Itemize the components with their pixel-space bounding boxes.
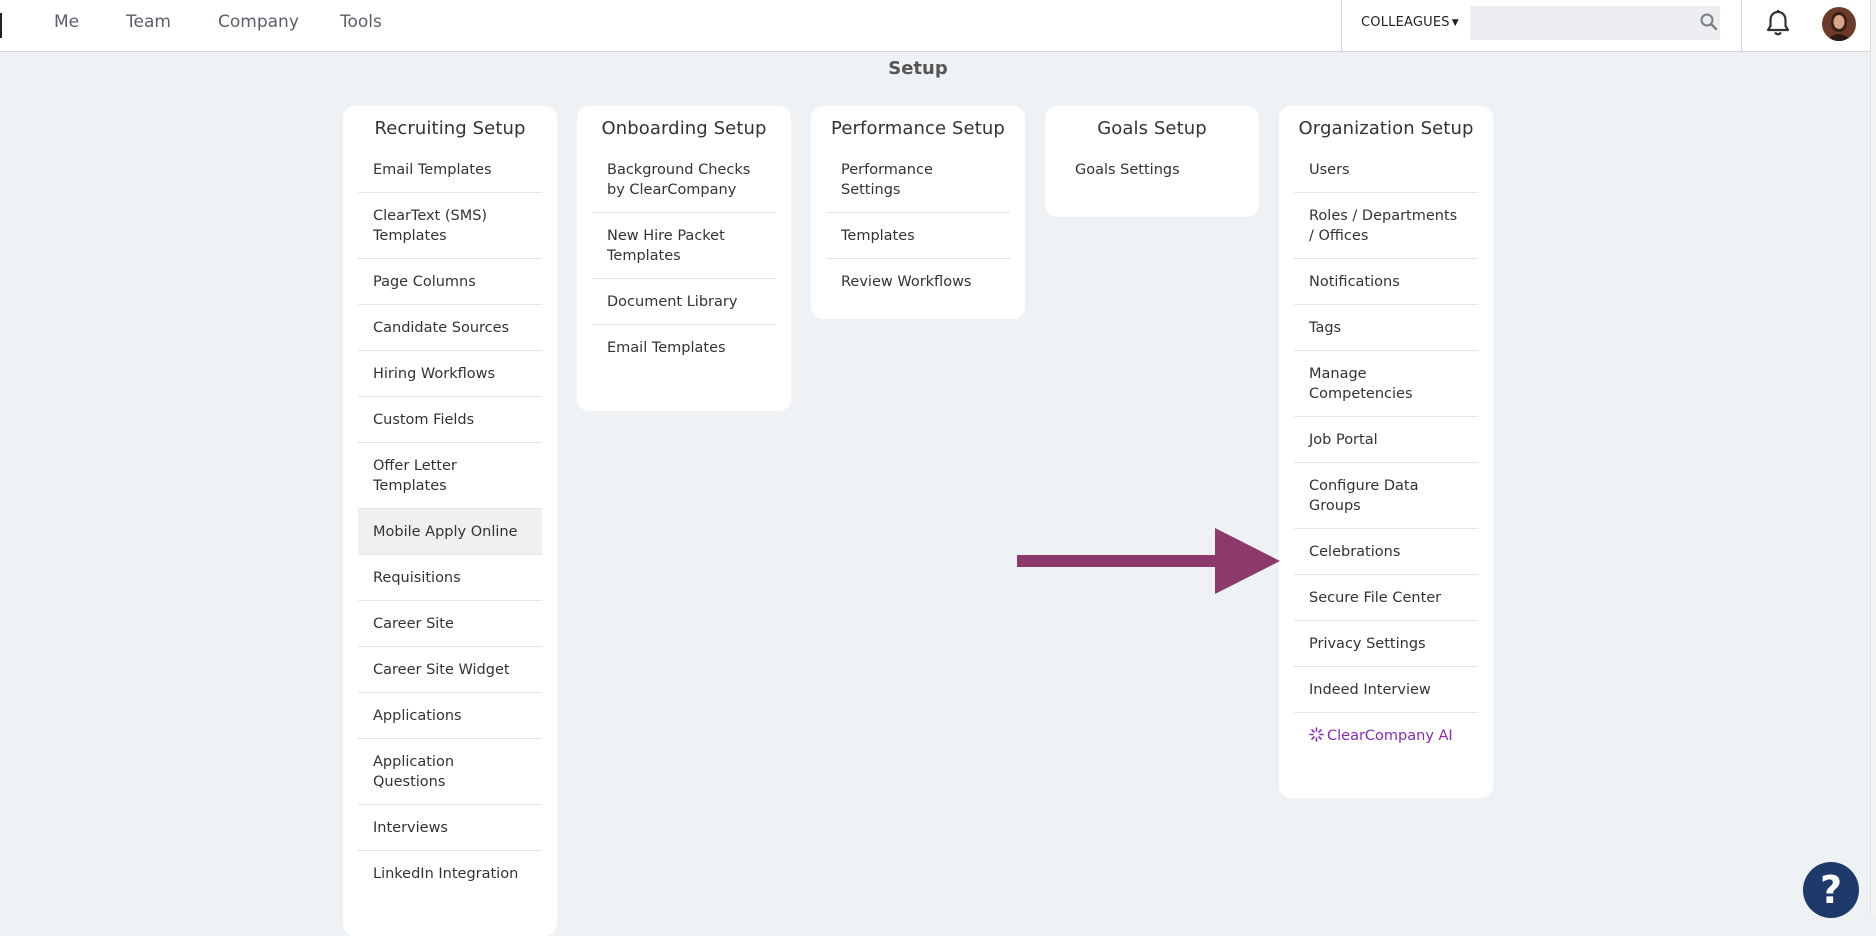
colleagues-dropdown[interactable]: COLLEAGUES▼ [1361,15,1459,30]
card-title: Onboarding Setup [601,118,767,139]
sparkle-icon [1309,727,1324,742]
help-icon[interactable]: ? [1803,862,1859,918]
page-title: Setup [888,58,948,79]
nav-divider [1741,0,1742,51]
setup-link[interactable]: Application Questions [358,739,542,805]
setup-link[interactable]: Document Library [592,279,776,325]
setup-link-celebrations[interactable]: Celebrations [1294,529,1478,575]
setup-link[interactable]: Applications [358,693,542,739]
setup-link[interactable]: Career Site Widget [358,647,542,693]
caret-down-icon: ▼ [1451,18,1459,28]
setup-link[interactable]: Manage Competencies [1294,351,1478,417]
nav-tools[interactable]: Tools [340,12,382,32]
setup-link[interactable]: Templates [826,213,1010,259]
setup-link[interactable]: New Hire Packet Templates [592,213,776,279]
nav-me[interactable]: Me [54,12,80,32]
card-onboarding-setup: Onboarding Setup Background Checks by Cl… [577,106,791,411]
setup-link[interactable]: Email Templates [358,147,542,193]
setup-link[interactable]: Requisitions [358,555,542,601]
scrollbar[interactable] [1870,0,1876,915]
setup-link[interactable]: Offer Letter Templates [358,443,542,509]
setup-link[interactable]: Privacy Settings [1294,621,1478,667]
clearcompany-ai-label: ClearCompany AI [1327,728,1453,744]
logo-edge [0,13,2,38]
setup-link[interactable]: ClearText (SMS) Templates [358,193,542,259]
card-title: Organization Setup [1298,118,1474,139]
bell-icon[interactable] [1765,9,1791,37]
card-title: Goals Setup [1097,118,1207,139]
annotation-arrow [1017,528,1280,594]
card-title: Performance Setup [831,118,1005,139]
setup-link[interactable]: Users [1294,147,1478,193]
card-title: Recruiting Setup [374,118,526,139]
card-goals-setup: Goals Setup Goals Settings [1045,106,1259,217]
setup-link[interactable]: Notifications [1294,259,1478,305]
search-icon[interactable] [1699,12,1719,32]
setup-link[interactable]: Mobile Apply Online [358,509,542,555]
setup-link[interactable]: Roles / Departments / Offices [1294,193,1478,259]
setup-link[interactable]: Candidate Sources [358,305,542,351]
colleagues-label: COLLEAGUES [1361,15,1450,30]
setup-link[interactable]: LinkedIn Integration [373,866,519,882]
setup-link[interactable]: Job Portal [1294,417,1478,463]
nav-divider [1341,0,1342,51]
setup-link[interactable]: Secure File Center [1294,575,1478,621]
setup-link[interactable]: Goals Settings [1075,162,1180,178]
setup-link[interactable]: Review Workflows [841,274,972,290]
nav-company[interactable]: Company [218,12,299,32]
setup-link[interactable]: Tags [1294,305,1478,351]
setup-link[interactable]: Performance Settings [826,147,1010,213]
top-nav: Me Team Company Tools COLLEAGUES▼ [0,0,1870,52]
setup-link[interactable]: Career Site [358,601,542,647]
setup-link[interactable]: Hiring Workflows [358,351,542,397]
card-performance-setup: Performance Setup Performance Settings T… [811,106,1025,319]
setup-link[interactable]: Background Checks by ClearCompany [592,147,776,213]
setup-link[interactable]: Email Templates [607,340,726,356]
nav-team[interactable]: Team [126,12,171,32]
search-input[interactable] [1470,6,1720,40]
setup-link[interactable]: Page Columns [358,259,542,305]
setup-link[interactable]: Indeed Interview [1294,667,1478,713]
card-recruiting-setup: Recruiting Setup Email Templates ClearTe… [343,106,557,936]
card-organization-setup: Organization Setup Users Roles / Departm… [1279,106,1493,798]
setup-link[interactable]: Custom Fields [358,397,542,443]
setup-link[interactable]: Interviews [358,805,542,851]
setup-link[interactable]: Configure Data Groups [1294,463,1478,529]
clearcompany-ai-link[interactable]: ClearCompany AI [1294,713,1478,758]
avatar[interactable] [1822,7,1856,41]
